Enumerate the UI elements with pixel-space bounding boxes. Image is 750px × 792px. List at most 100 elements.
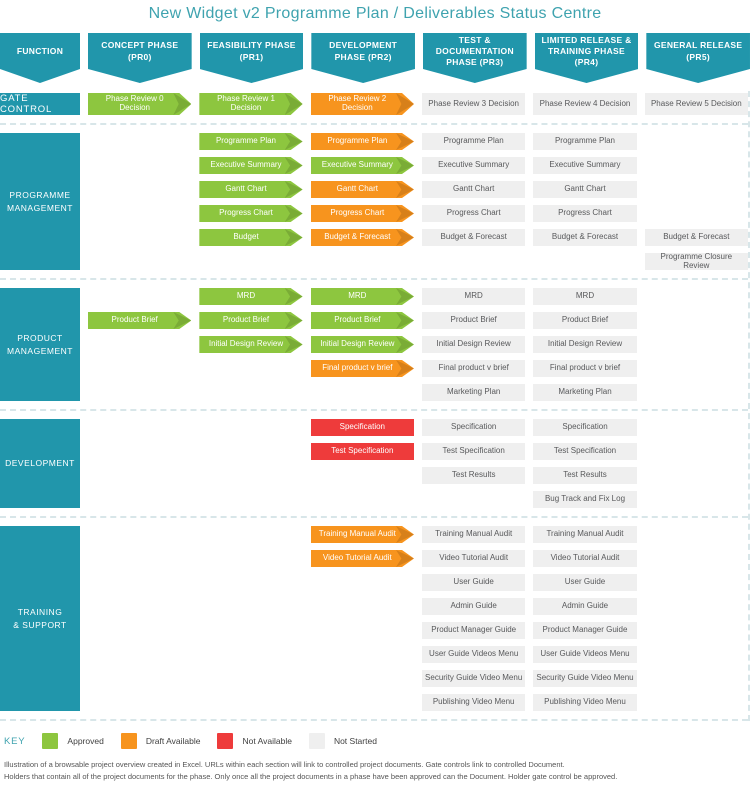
deliverable-security-guide-video-menu[interactable]: Security Guide Video Menu xyxy=(533,670,637,687)
deliverable-specification[interactable]: Specification xyxy=(422,419,526,436)
function-label-product-management: PRODUCT MANAGEMENT xyxy=(0,288,80,401)
gate-phase-review-2-decision[interactable]: Phase Review 2 Decision xyxy=(311,93,414,115)
deliverable-product-brief[interactable]: Product Brief xyxy=(533,312,637,329)
deliverable-executive-summary[interactable]: Executive Summary xyxy=(311,157,414,174)
deliverable-training-manual-audit[interactable]: Training Manual Audit xyxy=(311,526,414,543)
deliverable-test-results[interactable]: Test Results xyxy=(422,467,526,484)
gate-phase-review-3-decision[interactable]: Phase Review 3 Decision xyxy=(422,93,526,115)
deliverable-user-guide-videos-menu[interactable]: User Guide Videos Menu xyxy=(533,646,637,663)
deliverable-programme-plan[interactable]: Programme Plan xyxy=(311,133,414,150)
deliverable-publishing-video-menu[interactable]: Publishing Video Menu xyxy=(422,694,526,711)
deliverable-bug-track-and-fix-log[interactable]: Bug Track and Fix Log xyxy=(533,491,637,508)
deliverable-security-guide-video-menu[interactable]: Security Guide Video Menu xyxy=(422,670,526,687)
deliverable-budget-forecast[interactable]: Budget & Forecast xyxy=(311,229,414,246)
deliverable-marketing-plan[interactable]: Marketing Plan xyxy=(422,384,526,401)
footer-notes: Illustration of a browsable project over… xyxy=(0,757,750,792)
gate-control-label: GATE CONTROL xyxy=(0,93,80,115)
deliverable-product-brief[interactable]: Product Brief xyxy=(199,312,302,329)
function-label-programme-management: PROGRAMME MANAGEMENT xyxy=(0,133,80,270)
deliverable-final-product-v-brief[interactable]: Final product v brief xyxy=(422,360,526,377)
footer-line-2: Holders that contain all of the project … xyxy=(4,772,618,782)
deliverable-executive-summary[interactable]: Executive Summary xyxy=(533,157,637,174)
deliverable-progress-chart[interactable]: Progress Chart xyxy=(422,205,526,222)
deliverable-product-brief[interactable]: Product Brief xyxy=(311,312,414,329)
deliverable-executive-summary[interactable]: Executive Summary xyxy=(199,157,302,174)
deliverable-test-results[interactable]: Test Results xyxy=(533,467,637,484)
deliverable-programme-plan[interactable]: Programme Plan xyxy=(422,133,526,150)
deliverable-user-guide-videos-menu[interactable]: User Guide Videos Menu xyxy=(422,646,526,663)
deliverable-publishing-video-menu[interactable]: Publishing Video Menu xyxy=(533,694,637,711)
column-header-limited-release-training-phase-pr4: LIMITED RELEASE & TRAINING PHASE (PR4) xyxy=(534,33,639,83)
column-header-function: FUNCTION xyxy=(0,33,80,83)
deliverable-marketing-plan[interactable]: Marketing Plan xyxy=(533,384,637,401)
section-training-support: TRAINING & SUPPORT Training Manual Audit T… xyxy=(0,518,748,721)
deliverable-initial-design-review[interactable]: Initial Design Review xyxy=(311,336,414,353)
deliverable-specification[interactable]: Specification xyxy=(310,419,414,436)
legend-label: Not Available xyxy=(242,736,292,746)
deliverable-budget-forecast[interactable]: Budget & Forecast xyxy=(422,229,526,246)
legend-label: Draft Available xyxy=(145,736,201,746)
deliverable-admin-guide[interactable]: Admin Guide xyxy=(422,598,526,615)
deliverable-mrd[interactable]: MRD xyxy=(311,288,414,305)
legend-swatch-draft-available xyxy=(120,733,137,749)
column-header-test-documentation-phase-pr3: TEST & DOCUMENTATION PHASE (PR3) xyxy=(422,33,527,83)
deliverable-budget[interactable]: Budget xyxy=(199,229,302,246)
deliverable-mrd[interactable]: MRD xyxy=(422,288,526,305)
deliverable-progress-chart[interactable]: Progress Chart xyxy=(311,205,414,222)
deliverable-test-specification[interactable]: Test Specification xyxy=(310,443,414,460)
legend-item-draft-available: Draft Available xyxy=(120,733,201,749)
deliverable-product-manager-guide[interactable]: Product Manager Guide xyxy=(533,622,637,639)
deliverable-initial-design-review[interactable]: Initial Design Review xyxy=(533,336,637,353)
deliverable-video-tutorial-audit[interactable]: Video Tutorial Audit xyxy=(311,550,414,567)
deliverable-gantt-chart[interactable]: Gantt Chart xyxy=(311,181,414,198)
deliverable-test-specification[interactable]: Test Specification xyxy=(422,443,526,460)
deliverable-training-manual-audit[interactable]: Training Manual Audit xyxy=(422,526,526,543)
gate-phase-review-0-decision[interactable]: Phase Review 0 Decision xyxy=(88,93,191,115)
deliverable-product-brief[interactable]: Product Brief xyxy=(88,312,191,329)
deliverable-final-product-v-brief[interactable]: Final product v brief xyxy=(533,360,637,377)
deliverable-video-tutorial-audit[interactable]: Video Tutorial Audit xyxy=(533,550,637,567)
gate-phase-review-4-decision[interactable]: Phase Review 4 Decision xyxy=(533,93,637,115)
legend-item-not-available: Not Available xyxy=(217,733,292,749)
deliverable-programme-plan[interactable]: Programme Plan xyxy=(199,133,302,150)
deliverable-initial-design-review[interactable]: Initial Design Review xyxy=(199,336,302,353)
deliverable-video-tutorial-audit[interactable]: Video Tutorial Audit xyxy=(422,550,526,567)
deliverable-training-manual-audit[interactable]: Training Manual Audit xyxy=(533,526,637,543)
gate-control-row: GATE CONTROL Phase Review 0 Decision Phase… xyxy=(0,91,748,125)
section-product-management: PRODUCT MANAGEMENT MRD MRD MRD MRD Product Br… xyxy=(0,280,748,411)
deliverable-budget-forecast[interactable]: Budget & Forecast xyxy=(644,229,748,246)
deliverable-product-brief[interactable]: Product Brief xyxy=(422,312,526,329)
column-header-development-phase-pr2: DEVELOPMENT PHASE (PR2) xyxy=(311,33,415,83)
legend-swatch-not-started xyxy=(308,733,325,749)
deliverable-mrd[interactable]: MRD xyxy=(199,288,302,305)
deliverable-gantt-chart[interactable]: Gantt Chart xyxy=(422,181,526,198)
deliverable-product-manager-guide[interactable]: Product Manager Guide xyxy=(422,622,526,639)
function-label-development: DEVELOPMENT xyxy=(0,419,80,508)
deliverable-mrd[interactable]: MRD xyxy=(533,288,637,305)
deliverable-final-product-v-brief[interactable]: Final product v brief xyxy=(311,360,414,377)
gate-phase-review-1-decision[interactable]: Phase Review 1 Decision xyxy=(199,93,302,115)
deliverable-programme-plan[interactable]: Programme Plan xyxy=(533,133,637,150)
deliverable-test-specification[interactable]: Test Specification xyxy=(533,443,637,460)
deliverable-progress-chart[interactable]: Progress Chart xyxy=(533,205,637,222)
legend-item-not-started: Not Started xyxy=(308,733,377,749)
deliverable-admin-guide[interactable]: Admin Guide xyxy=(533,598,637,615)
deliverable-gantt-chart[interactable]: Gantt Chart xyxy=(533,181,637,198)
function-label-training-support: TRAINING & SUPPORT xyxy=(0,526,80,711)
deliverable-budget-forecast[interactable]: Budget & Forecast xyxy=(533,229,637,246)
deliverable-user-guide[interactable]: User Guide xyxy=(422,574,526,591)
deliverable-executive-summary[interactable]: Executive Summary xyxy=(422,157,526,174)
deliverable-user-guide[interactable]: User Guide xyxy=(533,574,637,591)
section-development: DEVELOPMENT Specification Specification Spe… xyxy=(0,411,748,518)
deliverable-progress-chart[interactable]: Progress Chart xyxy=(199,205,302,222)
gate-phase-review-5-decision[interactable]: Phase Review 5 Decision xyxy=(644,93,748,115)
footer-line-1: Illustration of a browsable project over… xyxy=(4,760,565,769)
deliverable-specification[interactable]: Specification xyxy=(533,419,637,436)
column-header-feasibility-phase-pr1: FEASIBILITY PHASE (PR1) xyxy=(199,33,304,83)
deliverable-programme-closure-review[interactable]: Programme Closure Review xyxy=(644,252,748,270)
deliverable-gantt-chart[interactable]: Gantt Chart xyxy=(199,181,302,198)
deliverable-initial-design-review[interactable]: Initial Design Review xyxy=(422,336,526,353)
